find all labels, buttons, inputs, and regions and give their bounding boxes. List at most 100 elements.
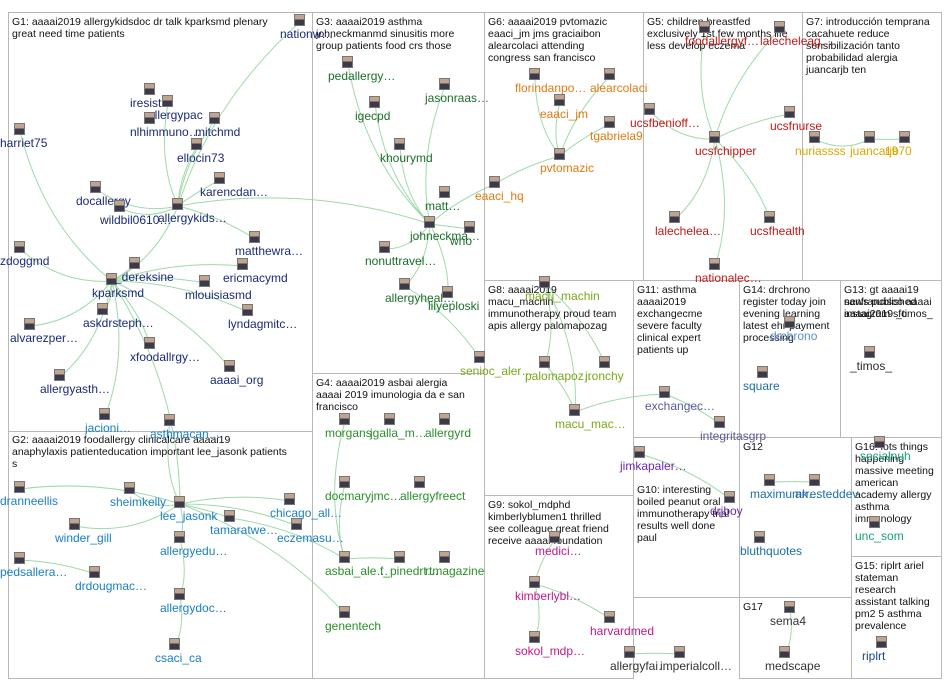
node-label: kimberlybl… xyxy=(515,589,582,603)
node-label: integritasgrp xyxy=(700,429,767,443)
avatar-icon xyxy=(172,198,183,210)
edge-kparksmd-alvarezper xyxy=(29,280,113,327)
edge-kparksmd-zdoggmd xyxy=(19,248,113,282)
node-label: chicago_all… xyxy=(270,506,343,520)
node-label: allergyheal… xyxy=(385,291,456,305)
avatar-icon xyxy=(144,112,155,124)
avatar-icon xyxy=(209,112,220,124)
avatar-icon xyxy=(624,646,635,658)
edge-kparksmd-lee_jasonk xyxy=(111,280,181,505)
node-label: docmaryjmc… xyxy=(325,489,402,503)
avatar-icon xyxy=(237,258,248,270)
avatar-icon xyxy=(554,94,565,106)
avatar-icon xyxy=(379,241,390,253)
node-label: rtmagazine xyxy=(425,564,485,578)
avatar-icon xyxy=(54,369,65,381)
node-label: mlouisiasmd xyxy=(185,288,252,302)
node-label: askdrsteph… xyxy=(83,316,154,330)
node-label: unc_som xyxy=(855,529,904,543)
node-label: lee_jasonk xyxy=(160,509,218,523)
avatar-icon xyxy=(14,552,25,564)
avatar-icon xyxy=(414,476,425,488)
avatar-icon xyxy=(709,131,720,143)
node-label: alvarezper… xyxy=(10,331,79,345)
node-label: khourymd xyxy=(380,151,433,165)
node-label: senioc_aler… xyxy=(460,364,534,378)
group-box-g3 xyxy=(312,12,485,374)
edge-lee_jasonk-chicago_all xyxy=(179,496,291,505)
avatar-icon xyxy=(249,231,260,243)
edge-eaaci_hq-pvtomazic xyxy=(494,155,561,185)
avatar-icon xyxy=(89,566,100,578)
avatar-icon xyxy=(464,221,475,233)
edge-allergykids-nationwide xyxy=(177,21,301,207)
node-label: f_pinedrt… xyxy=(380,564,439,578)
avatar-icon xyxy=(214,172,225,184)
avatar-icon xyxy=(644,103,655,115)
node-label: _dereksine xyxy=(115,270,174,284)
node-label: jronchy xyxy=(585,369,624,383)
node-label: lalechelea… xyxy=(655,224,722,238)
group-box-g14 xyxy=(739,280,841,438)
edge-ucsfchipper-lalechelea xyxy=(674,138,716,220)
node-label: matthewra… xyxy=(235,244,304,258)
node-label: pvtomazic xyxy=(540,161,595,175)
node-label: allergydoc… xyxy=(160,601,227,615)
avatar-icon xyxy=(174,531,185,543)
node-label: iresist xyxy=(130,96,162,110)
edge-tamaratwe-asbai_ale xyxy=(229,517,346,560)
avatar-icon xyxy=(224,360,235,372)
avatar-icon xyxy=(714,416,725,428)
node-label: allergyrd xyxy=(425,426,472,440)
edge-dranneellis-lee_jasonk xyxy=(19,485,181,505)
node-label: harriet75 xyxy=(0,136,48,150)
node-label: square xyxy=(743,379,780,393)
avatar-icon xyxy=(14,123,25,135)
avatar-icon xyxy=(899,131,910,143)
edge-macu_mac-exchangec xyxy=(574,393,666,413)
edge-allergykids-matthewra xyxy=(177,205,256,240)
avatar-icon xyxy=(569,404,580,416)
edge-ucsfchipper-ucsfnurse xyxy=(714,113,791,140)
node-label: jimkapaler… xyxy=(620,459,687,473)
avatar-icon xyxy=(24,318,35,330)
node-label: socialnuh xyxy=(860,449,911,463)
edge-allergykids-docallergy xyxy=(95,188,179,210)
node-label: ericmacymd xyxy=(223,271,288,285)
avatar-icon xyxy=(809,131,820,143)
avatar-icon xyxy=(529,631,540,643)
node-label: ucsfbenioff… xyxy=(630,116,700,130)
avatar-icon xyxy=(69,518,80,530)
avatar-icon xyxy=(474,351,485,363)
avatar-icon xyxy=(774,21,785,33)
edge-johneckma-pedallergy xyxy=(347,63,431,225)
node-label: allergykids… xyxy=(158,211,227,225)
avatar-icon xyxy=(439,413,450,425)
avatar-icon xyxy=(489,176,500,188)
avatar-icon xyxy=(669,211,680,223)
node-label: allergyasth… xyxy=(40,382,111,396)
group-box-g6 xyxy=(484,12,644,281)
edge-kparksmd-jacionil xyxy=(104,280,120,417)
avatar-icon xyxy=(439,78,450,90)
node-label: macu_machin xyxy=(525,289,600,303)
node-label: imperialcoll… xyxy=(660,659,733,673)
avatar-icon xyxy=(864,131,875,143)
node-label: drchrono xyxy=(770,329,818,343)
node-label: lyndagmitc… xyxy=(228,317,298,331)
node-label: winder_gill xyxy=(55,531,112,545)
avatar-icon xyxy=(549,531,560,543)
avatar-icon xyxy=(339,606,350,618)
node-label: nlhimmuno… xyxy=(130,125,201,139)
edge-macu_machin-jronchy xyxy=(544,283,606,365)
avatar-icon xyxy=(604,68,615,80)
node-label: zdoggmd xyxy=(0,254,50,268)
node-label: medscape xyxy=(765,659,821,673)
node-label: jacioni… xyxy=(85,421,132,435)
node-label: johneckma… xyxy=(410,229,481,243)
node-label: drjboy xyxy=(710,504,743,518)
node-label: _timos_ xyxy=(850,359,893,373)
node-label: lalecheleag… xyxy=(760,34,833,48)
avatar-icon xyxy=(90,181,101,193)
